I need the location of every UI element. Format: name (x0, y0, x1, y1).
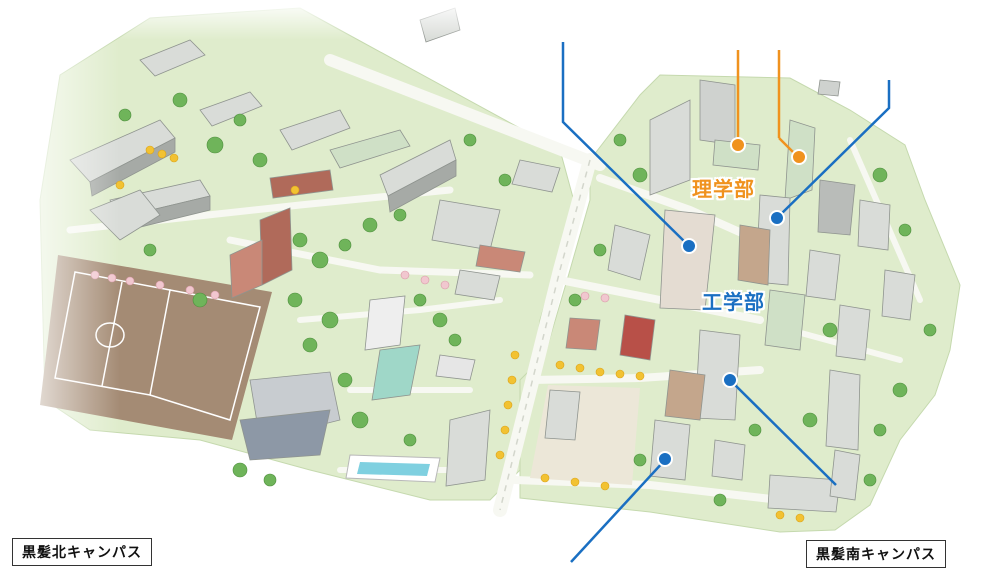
engineering-marker-1 (681, 238, 697, 254)
faculty-science-label: 理学部 (692, 177, 755, 201)
engineering-marker-3 (722, 372, 738, 388)
engineering-leader-lines (561, 42, 891, 563)
campus-south-label: 黒髪南キャンパス (806, 540, 946, 568)
engineering-marker-4 (657, 451, 673, 467)
science-marker-2 (791, 149, 807, 165)
south-campus-buildings (544, 79, 916, 513)
faculty-engineering-label: 工学部 (702, 290, 765, 314)
engineering-marker-2 (769, 210, 785, 226)
science-marker-1 (730, 137, 746, 153)
swimming-pool (345, 454, 441, 483)
trees (118, 92, 937, 507)
campus-north-label: 黒髪北キャンパス (12, 538, 152, 566)
